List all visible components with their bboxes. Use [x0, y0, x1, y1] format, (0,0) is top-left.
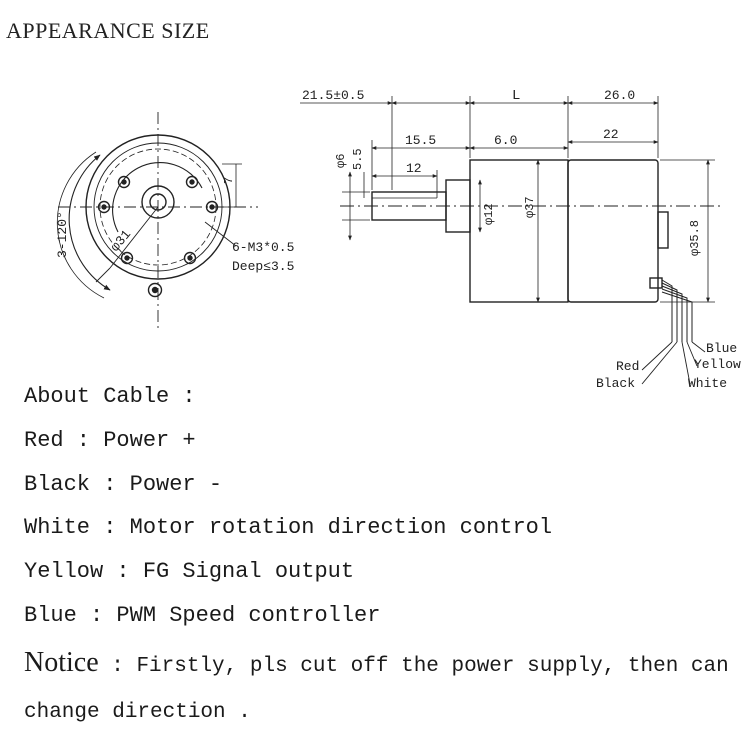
dim-phi35-8: φ35.8: [688, 220, 702, 256]
cable-red: Red : Power +: [24, 428, 196, 453]
front-screw-label: 6-M3*0.5: [232, 240, 294, 255]
side-dimensions: [300, 96, 715, 303]
cable-heading: About Cable :: [24, 384, 196, 409]
front-angle-label: 3-120°: [55, 211, 70, 258]
motor-drawing: 3-120° φ31 7 6-M3*0.5 Deep≤3.5: [55, 88, 741, 391]
dim-phi6: φ6: [334, 154, 348, 168]
wire-label-yellow: Yellow: [694, 357, 741, 372]
screw-holes: [97, 175, 219, 298]
dim-15-5: 15.5: [405, 133, 436, 148]
cable-black: Black : Power -: [24, 472, 223, 497]
wire-label-blue: Blue: [706, 341, 737, 356]
dim-shaft-length: 21.5±0.5: [302, 88, 364, 103]
cable-blue: Blue : PWM Speed controller: [24, 603, 381, 628]
wire-label-red: Red: [616, 359, 639, 374]
page-title: APPEARANCE SIZE: [6, 18, 210, 43]
dim-6-0: 6.0: [494, 133, 517, 148]
dim-L: L: [512, 88, 520, 104]
front-height-label: 7: [222, 177, 236, 184]
notice-text-1: : Firstly, pls cut off the power supply,…: [98, 655, 729, 678]
dim-26: 26.0: [604, 88, 635, 103]
front-view: [56, 112, 258, 332]
dim-5-5: 5.5: [351, 148, 365, 170]
dim-phi37: φ37: [523, 196, 537, 218]
cable-yellow: Yellow : FG Signal output: [24, 559, 355, 584]
side-view: [340, 159, 720, 385]
wire-label-white: White: [688, 376, 727, 391]
cable-white: White : Motor rotation direction control: [24, 515, 553, 540]
dim-phi12: φ12: [482, 203, 496, 225]
front-depth-label: Deep≤3.5: [232, 259, 294, 274]
notice-word: Notice: [24, 647, 99, 678]
notice-line: Notice : Firstly, pls cut off the power …: [24, 647, 729, 679]
wire-label-black: Black: [596, 376, 635, 391]
dim-22: 22: [603, 127, 619, 142]
notice-text-2: change direction .: [24, 701, 251, 724]
dim-12: 12: [406, 161, 422, 176]
